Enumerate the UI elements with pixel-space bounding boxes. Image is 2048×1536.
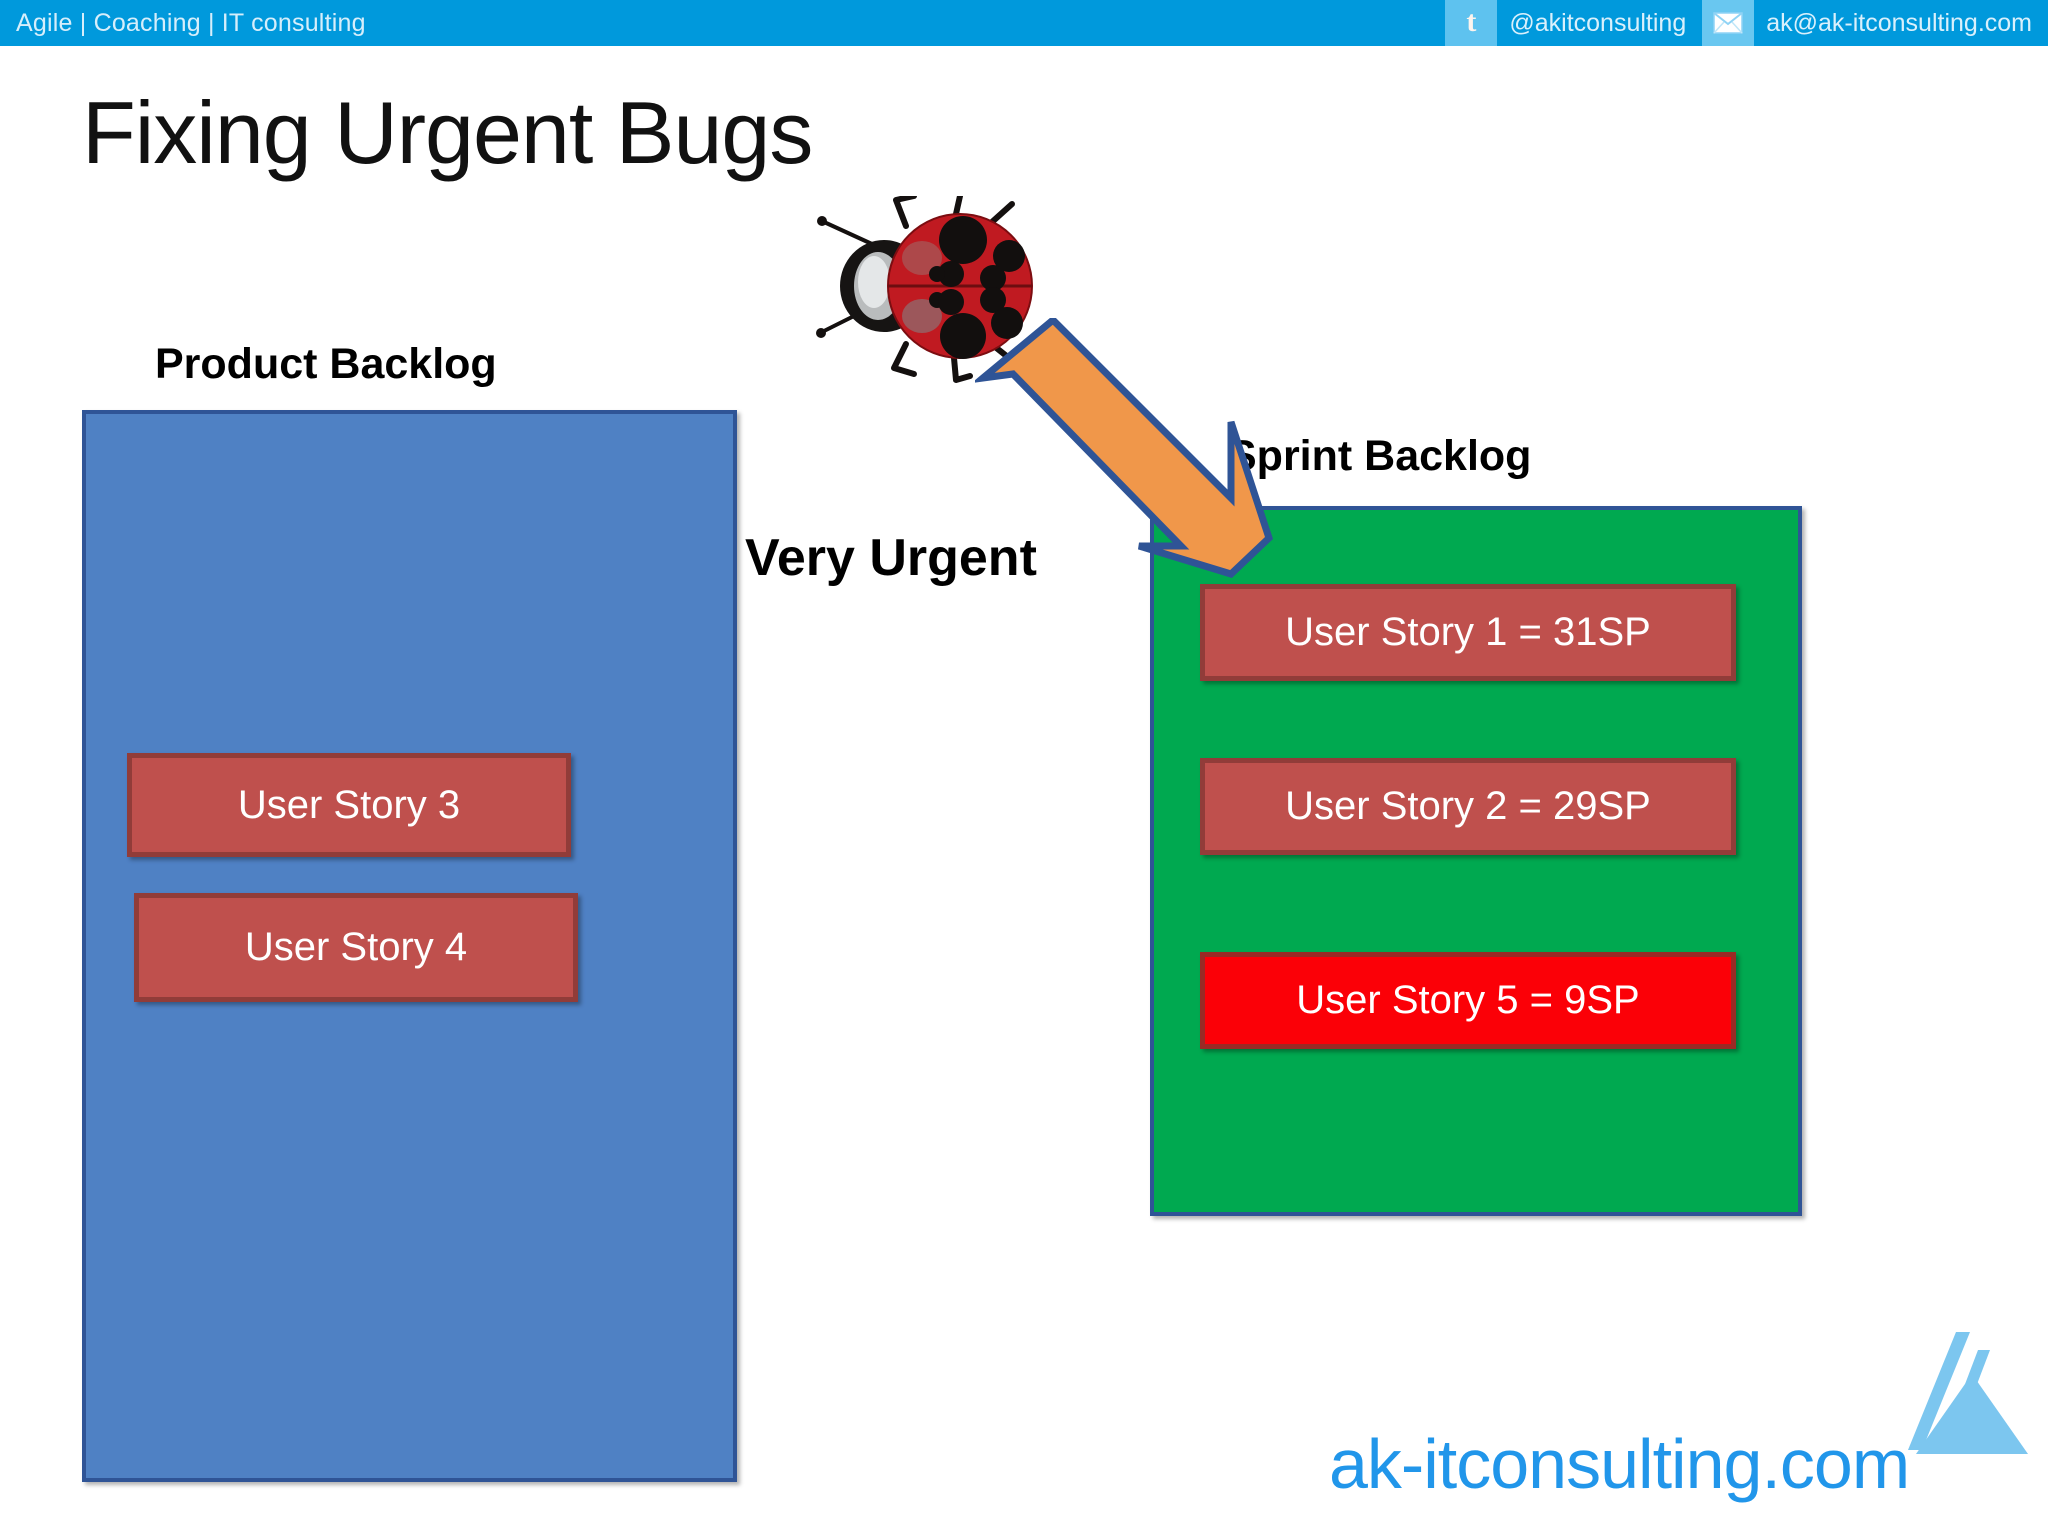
sprint-backlog-label: Sprint Backlog (1228, 432, 1532, 480)
ladybug-bug-icon (810, 193, 1040, 386)
story-card-label: User Story 4 (244, 925, 468, 969)
twitter-handle-label: @akitconsulting (1509, 8, 1687, 37)
story-card-user-story-4[interactable]: User Story 4 (134, 893, 578, 1002)
brand-website-label: ak-itconsulting.com (1329, 1425, 1910, 1503)
story-card-label: User Story 5 = 9SP (1296, 978, 1640, 1022)
story-card-label: User Story 3 (237, 782, 461, 827)
story-card-user-story-1[interactable]: User Story 1 = 31SP (1200, 584, 1736, 681)
email-address-chip[interactable]: ak@ak-itconsulting.com (1702, 0, 2048, 46)
banner-tagline: Agile | Coaching | IT consulting (16, 8, 366, 37)
story-card-label: User Story 1 = 31SP (1285, 610, 1651, 654)
story-card-user-story-5[interactable]: User Story 5 = 9SP (1200, 952, 1736, 1049)
email-address-label: ak@ak-itconsulting.com (1766, 8, 2032, 37)
story-card-label: User Story 2 = 29SP (1285, 784, 1651, 828)
twitter-handle-chip[interactable]: t @akitconsulting (1445, 0, 1702, 46)
very-urgent-label: Very Urgent (745, 529, 1037, 587)
twitter-icon: t (1445, 0, 1498, 46)
story-card-user-story-3[interactable]: User Story 3 (127, 753, 571, 857)
page-title: Fixing Urgent Bugs (82, 83, 813, 182)
envelope-icon (1702, 0, 1755, 46)
ak-triangle-logo-icon (1906, 1332, 2036, 1458)
story-card-user-story-2[interactable]: User Story 2 = 29SP (1200, 758, 1736, 855)
diagonal-arrow-icon (971, 315, 1275, 580)
banner-social-group: t @akitconsulting ak@ak-itconsulting.com (1445, 0, 2048, 46)
product-backlog-label: Product Backlog (155, 340, 497, 388)
top-banner: Agile | Coaching | IT consulting t @akit… (0, 0, 2048, 46)
